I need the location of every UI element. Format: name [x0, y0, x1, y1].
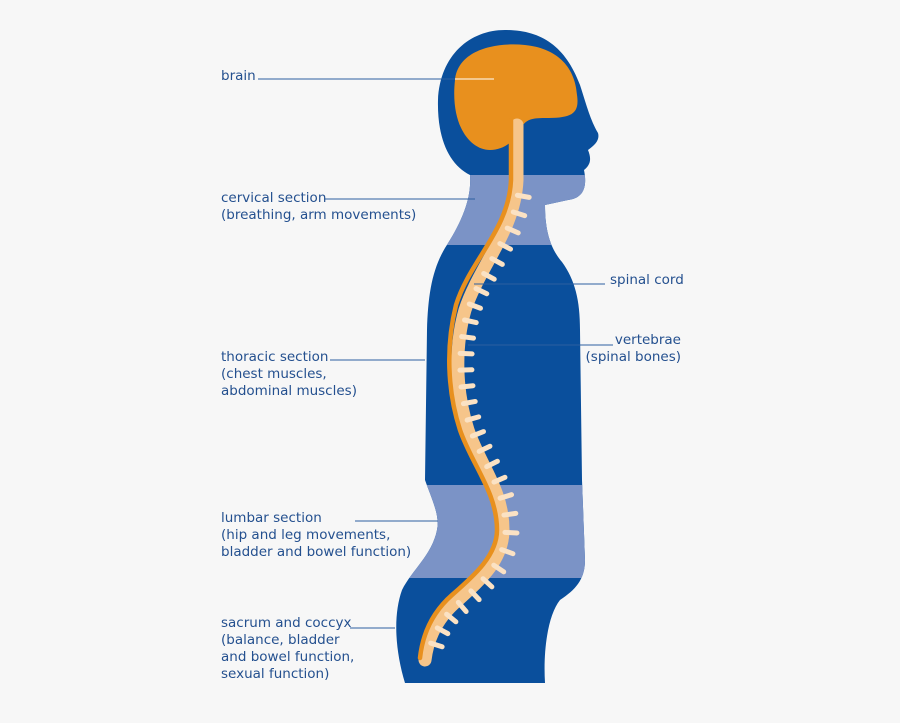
vertebra	[481, 271, 497, 282]
vertebra	[459, 334, 477, 341]
vertebra	[514, 192, 532, 200]
vertebra	[466, 301, 483, 311]
brain-shape	[454, 44, 578, 150]
thoracic-label: thoracic section (chest muscles, abdomin…	[221, 349, 357, 399]
vertebra	[484, 458, 500, 470]
vertebra	[458, 383, 476, 390]
vertebra	[497, 241, 514, 252]
vertebra	[497, 492, 515, 501]
vertebrae-label: vertebrae (spinal bones)	[585, 332, 681, 365]
spinal-cord-label: spinal cord	[610, 272, 684, 288]
vertebra	[455, 599, 469, 614]
vertebra	[469, 429, 486, 439]
lumbar-label: lumbar section (hip and leg movements, b…	[221, 510, 412, 560]
vertebra	[457, 350, 475, 357]
vertebra	[434, 625, 451, 637]
vertebra	[489, 256, 505, 267]
vertebra	[502, 529, 520, 536]
vertebra	[468, 588, 482, 603]
vertebra	[480, 576, 495, 590]
vertebra	[476, 443, 493, 454]
sacrum-label: sacrum and coccyx (balance, bladder and …	[221, 615, 355, 682]
vertebra	[462, 317, 479, 326]
vertebra	[460, 398, 478, 407]
vertebra	[464, 414, 482, 423]
vertebra	[491, 474, 508, 485]
vertebra	[473, 286, 490, 297]
vertebra	[510, 209, 528, 219]
vertebra	[499, 547, 516, 557]
vertebra	[428, 640, 445, 650]
vertebrae-ticks	[428, 192, 532, 650]
vertebra	[491, 562, 507, 575]
leader-lines	[258, 78, 613, 629]
vertebra	[504, 225, 521, 236]
cervical-label: cervical section (breathing, arm movemen…	[221, 190, 417, 223]
brain-label: brain	[221, 68, 256, 84]
vertebra	[501, 510, 519, 518]
spinal-cord	[417, 117, 514, 661]
vertebra	[444, 611, 459, 625]
